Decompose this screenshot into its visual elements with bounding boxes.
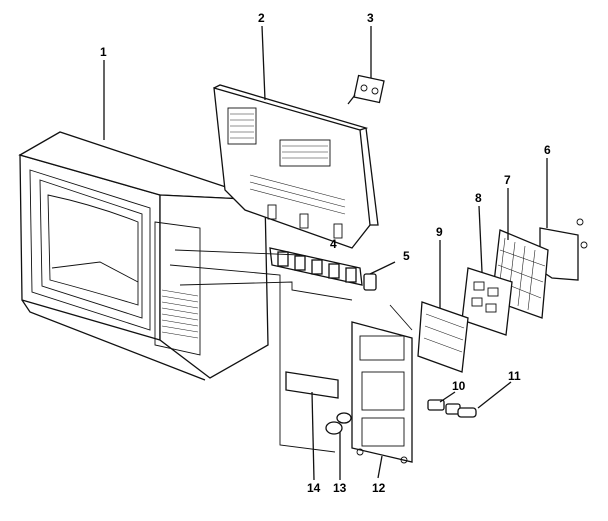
tv-cabinet — [18, 131, 269, 381]
knob — [363, 261, 396, 291]
control-knob-assembly — [269, 247, 363, 286]
part-label-9: 9 — [436, 225, 443, 239]
part-label-7: 7 — [504, 173, 511, 187]
fuse — [457, 407, 477, 418]
speaker-grille — [161, 289, 199, 339]
part-label-12: 12 — [372, 481, 386, 495]
main-chassis — [351, 321, 413, 464]
plug — [325, 412, 352, 435]
part-labels: 1 2 3 4 5 6 7 8 9 10 11 12 13 14 — [100, 11, 551, 495]
connector — [427, 399, 461, 415]
assembly-lines — [169, 249, 413, 453]
leader-lines — [103, 25, 548, 481]
circuit-board — [461, 267, 513, 336]
back-cover-vents — [227, 107, 346, 215]
part-label-5: 5 — [403, 249, 410, 263]
module-board — [417, 301, 469, 373]
part-label-6: 6 — [544, 143, 551, 157]
part-label-10: 10 — [452, 379, 466, 393]
part-label-13: 13 — [333, 481, 347, 495]
part-label-11: 11 — [508, 369, 521, 383]
label-plate — [285, 371, 339, 399]
part-label-2: 2 — [258, 11, 265, 25]
antenna-terminal — [347, 74, 385, 105]
part-label-8: 8 — [475, 191, 482, 205]
part-label-1: 1 — [100, 45, 107, 59]
part-label-14: 14 — [307, 481, 321, 495]
part-label-3: 3 — [367, 11, 374, 25]
part-label-4: 4 — [330, 237, 337, 251]
back-cover — [213, 84, 379, 249]
